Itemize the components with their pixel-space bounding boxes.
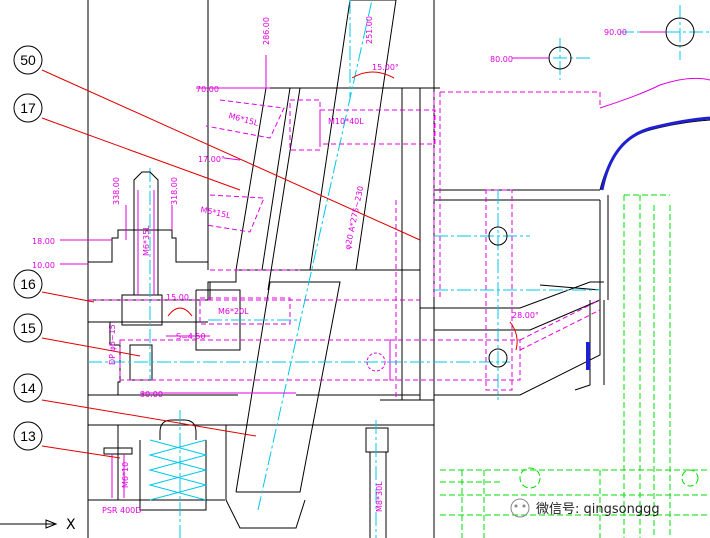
label-m10x40l: M10*40L (328, 117, 364, 126)
dimension-lines (60, 31, 666, 394)
balloon-50 (13, 45, 43, 75)
leader-lines (41, 69, 421, 459)
dim-10: 10.00 (32, 261, 55, 270)
dimension-labels: 286.00 251.00 15.00° 90.00 80.00 70.00 1… (32, 16, 627, 515)
label-rod: φ20 A*275~230 (343, 185, 365, 250)
dim-318: 318.00 (170, 177, 179, 205)
label-m6x10: M6*10 (121, 462, 130, 488)
balloon-13 (13, 421, 43, 451)
mold-outline (87, 0, 710, 538)
hidden-parts (88, 77, 710, 400)
ejector-parts (440, 194, 710, 538)
x-axis-indicator: X (0, 517, 76, 533)
angle-28: 28.00° (512, 311, 539, 320)
svg-text:15: 15 (20, 320, 36, 336)
center-lines (88, 0, 710, 538)
dim-70: 70.00 (196, 85, 219, 94)
dim-90: 90.00 (604, 28, 627, 37)
svg-text:16: 16 (20, 276, 36, 292)
dim-286: 286.00 (262, 17, 271, 45)
watermark-text: 微信号: qingsonggg (536, 502, 660, 517)
dim-30: 30.00 (140, 390, 163, 399)
svg-text:14: 14 (20, 380, 36, 396)
part-balloons: 50 17 16 15 14 13 (13, 45, 43, 451)
label-psr: PSR 400D (102, 506, 141, 515)
dim-338: 338.00 (112, 177, 121, 205)
label-m6x20l: M6*20L (218, 307, 249, 316)
bolt-m6 (103, 171, 159, 498)
balloon-16 (13, 269, 43, 299)
label-m6x15l-b: M6*15L (200, 205, 232, 220)
angle-17: 17.00° (198, 155, 225, 164)
dim-251: 251.00 (365, 16, 374, 44)
axis-label: X (66, 517, 76, 533)
dim-18: 18.00 (32, 237, 55, 246)
dim-80: 80.00 (490, 55, 513, 64)
label-dpb: DP φ6~15 (108, 324, 117, 365)
label-m6x15l-a: M6*15L (227, 111, 259, 128)
label-m6x35l: M6*35L (142, 225, 151, 256)
angle-15: 15.00° (372, 63, 399, 72)
cavity-part (586, 116, 710, 370)
svg-text:50: 50 (20, 52, 36, 68)
svg-text:17: 17 (20, 100, 36, 116)
balloon-14 (13, 373, 43, 403)
spring (148, 439, 208, 501)
svg-text:13: 13 (20, 428, 36, 444)
balloon-17 (13, 93, 43, 123)
balloon-15 (13, 313, 43, 343)
watermark: 微信号: qingsonggg (510, 498, 660, 518)
angle-15b: 15.00 (166, 293, 189, 302)
label-m8x30l: M8*30L (375, 481, 384, 512)
label-s: S=4.50 (176, 332, 206, 341)
